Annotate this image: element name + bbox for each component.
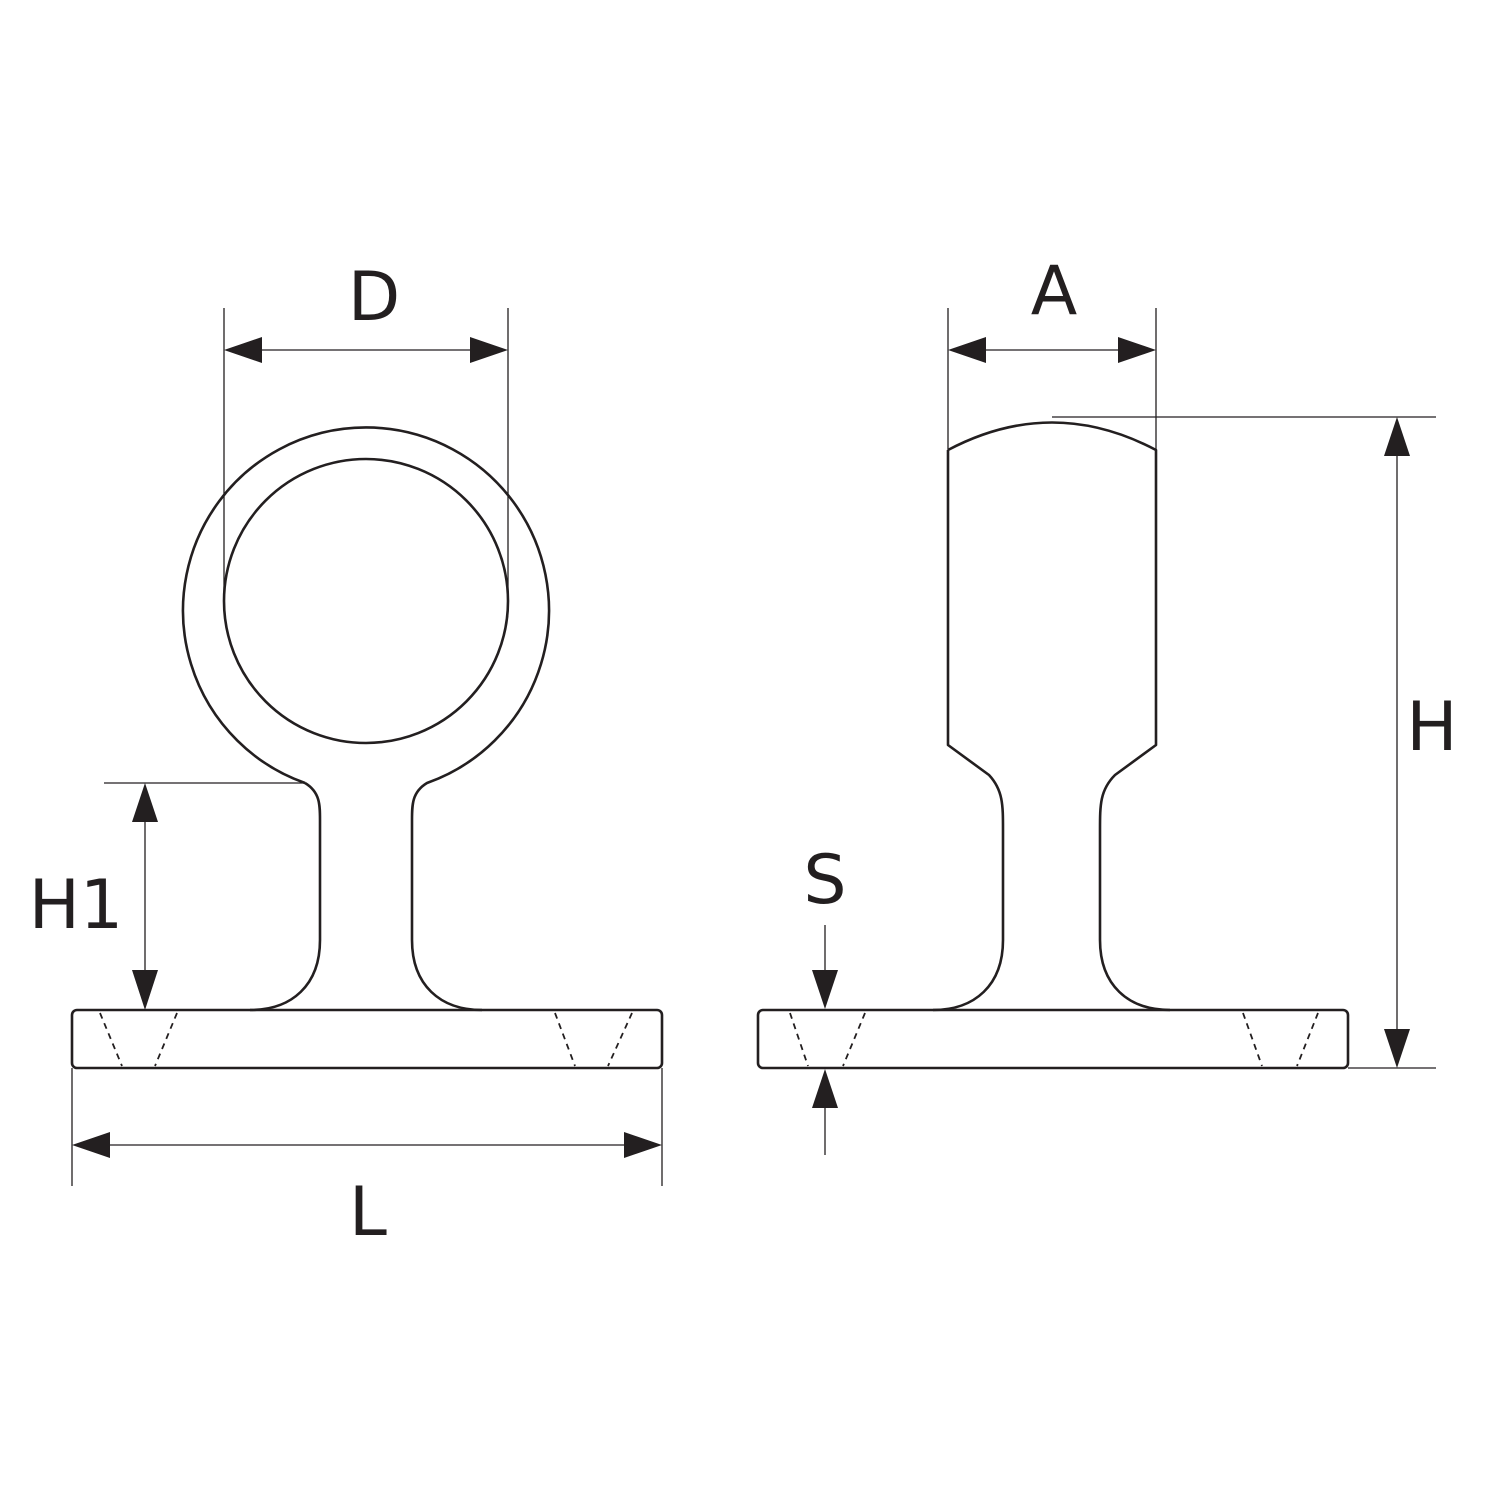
side-countersink-left — [789, 1012, 866, 1067]
front-countersink-left — [99, 1012, 178, 1067]
front-countersink-right — [554, 1012, 633, 1067]
label-l: L — [349, 1173, 387, 1252]
label-h: H — [1406, 688, 1457, 767]
label-s: S — [803, 841, 846, 920]
front-outer-ring-and-stem — [181, 426, 551, 1012]
dimension-h: H — [1052, 416, 1458, 1069]
front-base-plate — [70, 1008, 664, 1070]
dimension-s: S — [803, 841, 847, 1155]
label-a: A — [1031, 252, 1078, 331]
dimension-d: D — [223, 258, 509, 600]
side-body-outline — [932, 421, 1171, 1012]
side-base-plate — [756, 1008, 1350, 1070]
front-view: D H1 L — [29, 258, 664, 1252]
dimension-a: A — [947, 252, 1157, 450]
label-d: D — [348, 258, 400, 337]
front-inner-ring — [222, 457, 510, 745]
side-countersink-right — [1242, 1012, 1319, 1067]
side-view: A H S — [756, 252, 1458, 1155]
dimension-h1: H1 — [29, 782, 305, 1010]
dimension-l: L — [71, 1068, 663, 1252]
label-h1: H1 — [29, 866, 123, 945]
